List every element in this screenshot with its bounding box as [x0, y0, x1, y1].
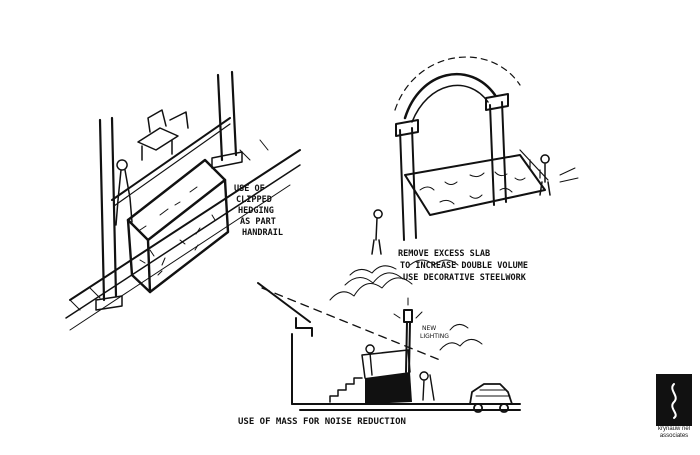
slab-annotation: REMOVE EXCESS SLAB TO INCREASE DOUBLE VO… [398, 249, 528, 283]
slab-note-line-1: REMOVE EXCESS SLAB [398, 249, 490, 259]
logo-line-2: associates [659, 433, 689, 439]
hedging-note-line-3: HEDGING [238, 206, 274, 216]
slab-note-line-2: TO INCREASE DOUBLE VOLUME [400, 261, 528, 271]
double-volume-sketch [371, 56, 579, 255]
hedging-note-line-1: USE OF [234, 184, 265, 194]
noise-section-sketch [257, 259, 521, 413]
logo-line-1: krynauw nel [657, 426, 690, 432]
noise-reduction-note: USE OF MASS FOR NOISE REDUCTION [238, 417, 406, 427]
firm-logo: krynauw nel associates [656, 374, 692, 446]
lighting-note-line-2: LIGHTING [420, 333, 449, 340]
hedging-note-line-5: HANDRAIL [242, 228, 283, 238]
hedging-note-line-4: AS PART [240, 217, 276, 227]
logo-mark-icon [656, 374, 692, 426]
lighting-note-line-1: NEW [422, 325, 436, 332]
logo-text: krynauw nel associates [656, 426, 692, 440]
hedge-balcony-sketch [65, 70, 301, 331]
hedging-note-line-2: CLIPPED [236, 195, 272, 205]
lighting-annotation: NEW LIGHTING [420, 325, 449, 340]
hedging-annotation: USE OF CLIPPED HEDGING AS PART HANDRAIL [234, 184, 283, 238]
slab-note-line-3: USE DECORATIVE STEELWORK [403, 273, 527, 283]
